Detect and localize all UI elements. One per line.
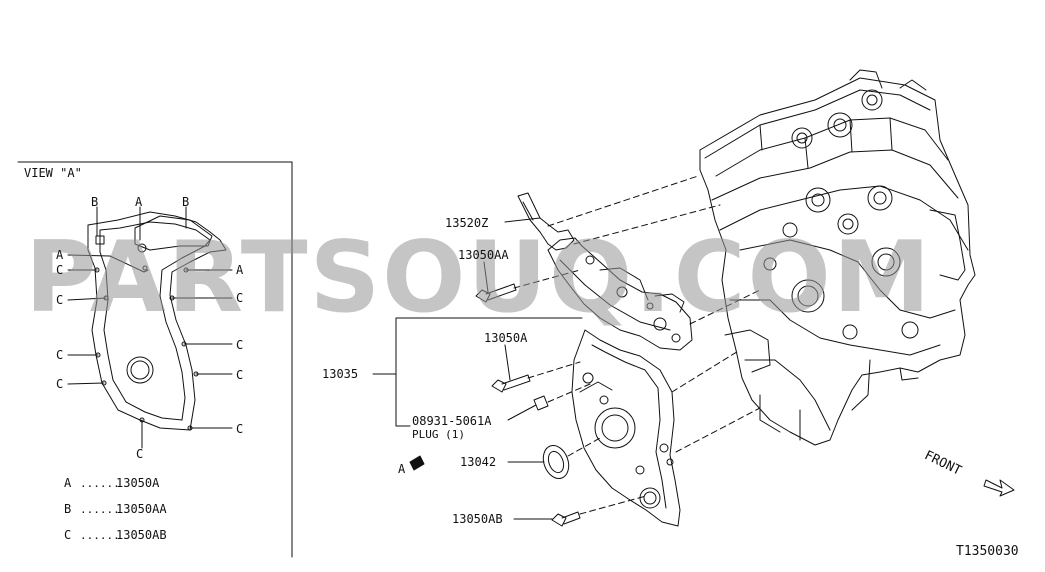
callout-b-right: B (182, 195, 190, 209)
bolt-13050ab (551, 511, 581, 527)
view-a-title: VIEW "A" (24, 166, 82, 180)
engine-block (699, 69, 976, 446)
callout-c-right-4: C (236, 422, 244, 436)
plug-08931 (533, 395, 549, 411)
legend-part-c: 13050AB (116, 528, 167, 542)
callout-c-right-3: C (236, 368, 244, 382)
callout-c-right-2: C (236, 338, 244, 352)
part-13050ab-label[interactable]: 13050AB (452, 512, 503, 526)
part-13050a-label[interactable]: 13050A (484, 331, 528, 345)
callout-c-left-1: C (56, 263, 64, 277)
upper-timing-cover (547, 237, 693, 351)
callout-c-left-4: C (56, 377, 64, 391)
legend-dots-a: ...... (80, 477, 120, 490)
assembly-lines (513, 175, 761, 515)
legend-dots-b: ...... (80, 503, 120, 516)
part-08931-label[interactable]: 08931-5061A (412, 414, 492, 428)
part-13035-label[interactable]: 13035 (322, 367, 359, 381)
front-arrow-icon (983, 479, 1015, 497)
callout-c-left-3: C (56, 348, 64, 362)
callout-a-left: A (56, 248, 64, 262)
view-a-frame (17, 161, 293, 558)
view-a-leaders (67, 206, 233, 449)
part-13042-label[interactable]: 13042 (460, 455, 497, 469)
callout-c-right-1: C (236, 291, 244, 305)
bolt-13050aa (475, 283, 517, 303)
part-13520z-label[interactable]: 13520Z (445, 216, 489, 230)
view-arrow-label: A (398, 462, 406, 476)
oil-seal-13042 (542, 445, 570, 479)
legend-part-a: 13050A (116, 476, 160, 490)
watermark: PARTSOUQ.COM (25, 221, 933, 335)
legend-dots-c: ...... (80, 529, 120, 542)
callout-c-bottom: C (136, 447, 144, 461)
callout-c-left-2: C (56, 293, 64, 307)
legend-key-a: A (64, 476, 72, 490)
callout-b-left: B (91, 195, 99, 209)
view-a-arrow-icon (409, 455, 425, 471)
callout-leaders (372, 217, 583, 520)
part-13050aa-label[interactable]: 13050AA (458, 248, 509, 262)
legend-key-b: B (64, 502, 72, 516)
legend-key-c: C (64, 528, 72, 542)
bolt-13050a (491, 374, 531, 393)
lower-timing-cover (571, 329, 681, 527)
callout-a-top: A (135, 195, 143, 209)
legend-part-b: 13050AA (116, 502, 167, 516)
callout-a-right: A (236, 263, 244, 277)
diagram-id: T1350030 (956, 544, 1019, 559)
plug-note: PLUG (1) (412, 428, 465, 441)
